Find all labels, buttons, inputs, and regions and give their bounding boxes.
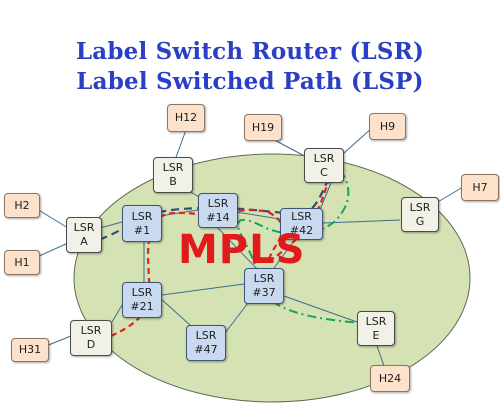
lsr-14-label: LSR (207, 196, 229, 210)
lsr-a[interactable]: LSR A (66, 217, 102, 253)
lsr-e-id: E (372, 328, 380, 342)
host-h1-label: H1 (14, 255, 30, 269)
lsr-d[interactable]: LSR D (70, 320, 112, 356)
lsr-37-id: #37 (252, 286, 276, 299)
title-line-2: Label Switched Path (LSP) (76, 68, 424, 95)
lsr-c-id: C (320, 165, 328, 179)
lsr-21[interactable]: LSR #21 (122, 282, 162, 318)
lsr-37[interactable]: LSR #37 (244, 268, 284, 304)
lsr-c-label: LSR (313, 151, 335, 165)
lsr-b-label: LSR (162, 161, 184, 174)
lsp-red-path (101, 153, 340, 342)
host-h12-label: H12 (174, 111, 198, 124)
lsr-37-label: LSR (253, 272, 275, 285)
lsr-b-id: B (169, 175, 177, 188)
lsr-g-id: G (415, 214, 425, 228)
lsr-42[interactable]: LSR #42 (280, 208, 323, 240)
lsr-g[interactable]: LSR G (401, 197, 439, 232)
lsr-d-label: LSR (80, 324, 102, 337)
lsr-a-label: LSR (73, 221, 95, 234)
lsr-21-id: #21 (130, 300, 154, 313)
host-h7[interactable]: H7 (461, 174, 499, 201)
host-h7-label: H7 (472, 180, 488, 194)
host-h24[interactable]: H24 (370, 365, 410, 392)
host-h1[interactable]: H1 (4, 250, 40, 275)
lsp-green-path (237, 169, 385, 327)
host-h24-label: H24 (378, 371, 402, 385)
host-h9[interactable]: H9 (369, 113, 406, 140)
lsr-1[interactable]: LSR #1 (122, 205, 162, 242)
lsr-21-label: LSR (131, 286, 153, 299)
lsr-42-label: LSR (291, 210, 312, 223)
host-h31-label: H31 (18, 343, 42, 356)
lsr-1-label: LSR (131, 209, 153, 223)
lsr-42-id: #42 (289, 224, 314, 237)
host-h19[interactable]: H19 (244, 114, 282, 141)
title-line-1: Label Switch Router (LSR) (75, 38, 425, 65)
lsr-g-label: LSR (409, 200, 431, 214)
lsr-e[interactable]: LSR E (357, 311, 395, 346)
host-h2-label: H2 (14, 198, 30, 212)
lsr-e-label: LSR (365, 314, 387, 328)
host-h2[interactable]: H2 (4, 193, 40, 218)
lsr-d-id: D (86, 338, 96, 351)
lsr-47[interactable]: LSR #47 (186, 325, 226, 361)
lsr-c[interactable]: LSR C (304, 148, 344, 183)
lsr-14-id: #14 (206, 210, 230, 224)
lsr-14[interactable]: LSR #14 (198, 193, 238, 228)
host-h19-label: H19 (251, 120, 275, 134)
lsr-b[interactable]: LSR B (153, 157, 193, 193)
lsr-a-id: A (80, 235, 88, 248)
mpls-label: MPLS (178, 227, 306, 273)
host-h9-label: H9 (379, 119, 396, 133)
lsr-1-id: #1 (133, 223, 151, 237)
host-h12[interactable]: H12 (167, 104, 205, 132)
host-h31[interactable]: H31 (11, 338, 49, 362)
lsr-47-label: LSR (195, 329, 217, 342)
lsr-47-id: #47 (194, 343, 218, 356)
